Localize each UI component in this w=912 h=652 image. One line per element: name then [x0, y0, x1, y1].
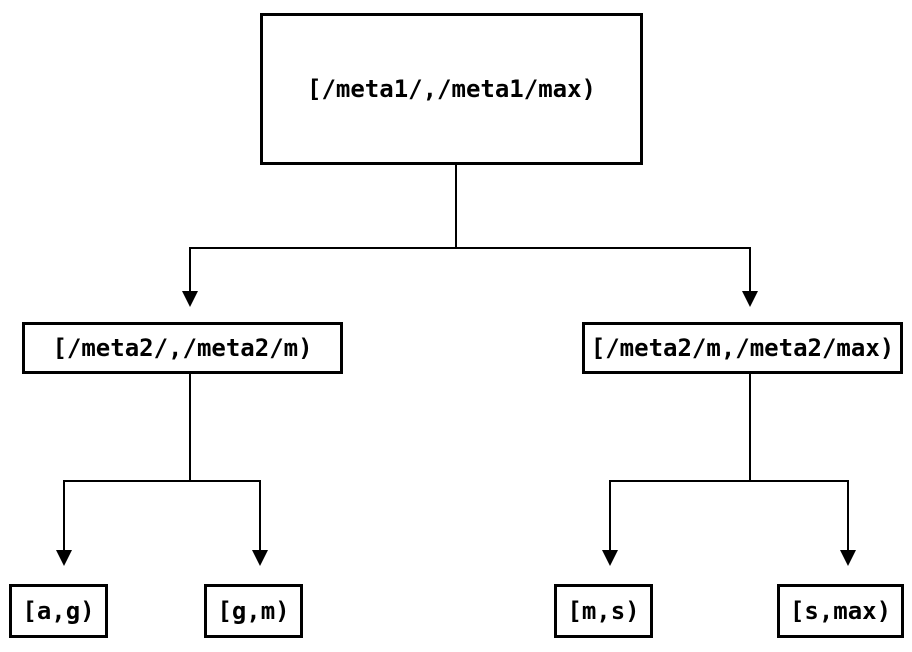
- arrowhead-root-right: [742, 291, 758, 307]
- node-meta2-high-interval: [/meta2/m,/meta2/max): [582, 322, 903, 374]
- arrowhead-root-left: [182, 291, 198, 307]
- arrowhead-left-left: [56, 550, 72, 566]
- node-leaf-ms: [m,s): [554, 584, 653, 638]
- node-leaf-gm: [g,m): [204, 584, 303, 638]
- node-root-interval: [/meta1/,/meta1/max): [260, 13, 643, 165]
- node-leaf-smax: [s,max): [777, 584, 904, 638]
- node-leaf-ag: [a,g): [9, 584, 108, 638]
- arrowhead-left-right: [252, 550, 268, 566]
- node-meta2-low-interval: [/meta2/,/meta2/m): [22, 322, 343, 374]
- arrowhead-right-right: [840, 550, 856, 566]
- arrowhead-right-left: [602, 550, 618, 566]
